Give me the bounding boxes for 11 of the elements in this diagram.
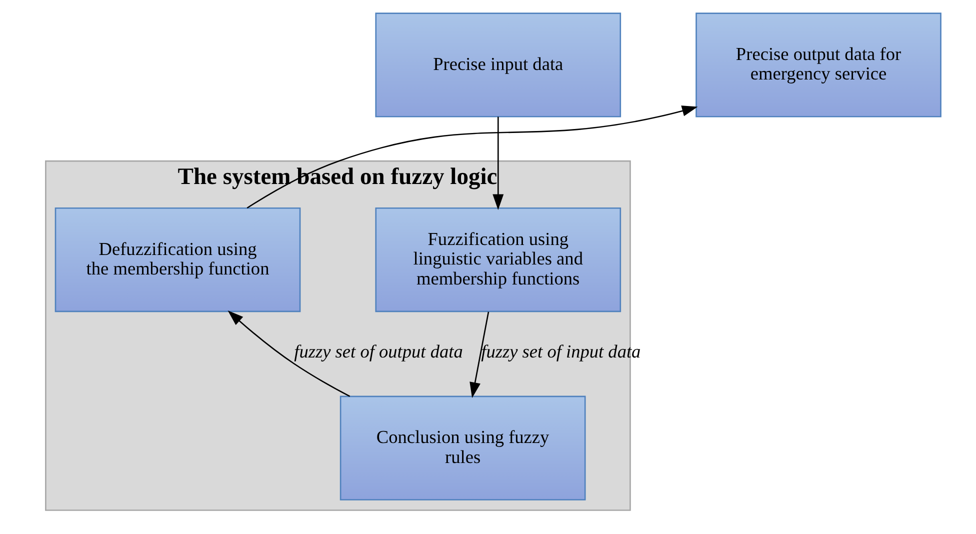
node-box: Precise output data for emergency service	[696, 12, 942, 118]
arrow	[470, 312, 490, 398]
arrow	[246, 106, 698, 209]
arrow	[492, 116, 504, 210]
node-box: Conclusion using fuzzy rules	[340, 396, 586, 500]
node-box: Fuzzification using linguistic variables and membership functions	[375, 208, 622, 312]
node-box: Precise input data	[375, 12, 622, 118]
arrow	[228, 310, 350, 397]
node-box: Defuzzification using the membership function	[54, 208, 301, 312]
edge-label: fuzzy set of input data	[481, 341, 641, 362]
edge-label: fuzzy set of output data	[294, 341, 463, 362]
